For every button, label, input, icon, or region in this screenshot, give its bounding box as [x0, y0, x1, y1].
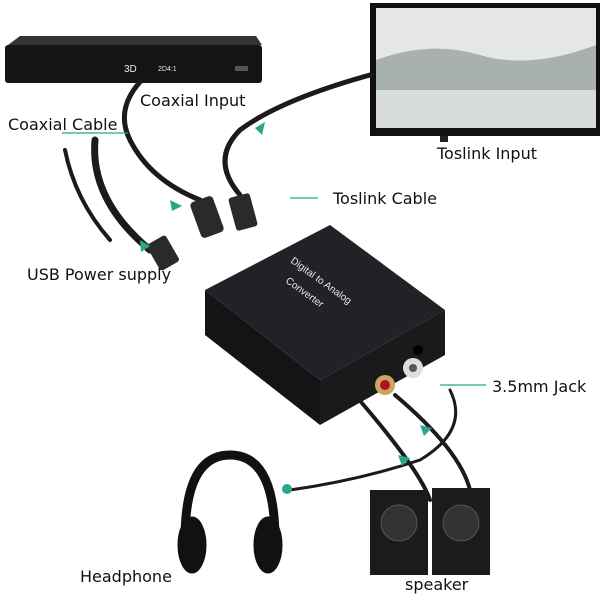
headphone: [177, 450, 283, 574]
label-headphone: Headphone: [80, 567, 172, 586]
label-toslink-input: Toslink Input: [436, 144, 537, 163]
toslink-plug: [228, 193, 258, 231]
tv: [370, 3, 600, 142]
speakers: [370, 488, 490, 575]
cables: [63, 72, 472, 502]
label-coaxial-input: Coaxial Input: [140, 91, 245, 110]
direction-arrows: [140, 122, 432, 494]
dvd-display: 2D4:1: [158, 66, 177, 73]
dac-converter: Digital to Analog Converter: [205, 225, 445, 425]
label-usb-power: USB Power supply: [27, 265, 171, 284]
leader-lines: [62, 132, 486, 386]
coaxial-plug: [190, 196, 224, 238]
dvd-badge: 3D: [124, 64, 137, 75]
label-toslink-cable: Toslink Cable: [332, 189, 437, 208]
usb-plug: [147, 235, 179, 271]
label-speaker: speaker: [405, 575, 469, 594]
dvd-player: 3D 2D4:1: [5, 36, 262, 83]
label-coaxial-cable: Coaxial Cable: [8, 115, 117, 134]
label-jack: 3.5mm Jack: [492, 377, 587, 396]
